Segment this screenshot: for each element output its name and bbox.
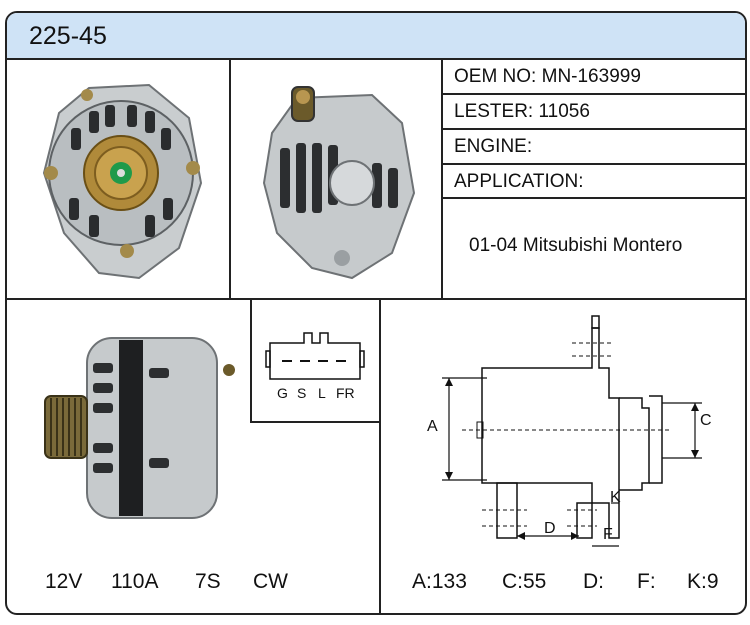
divider-top-2 <box>441 58 443 300</box>
drawing-label-d: D <box>544 520 556 537</box>
dimension-k: K:9 <box>687 570 719 593</box>
application-value: 01-04 Mitsubishi Montero <box>469 235 683 256</box>
spec-sheet: 225-45 OEM NO: MN-163999 LESTER: 11056 E… <box>5 11 747 615</box>
connector-pin-l: L <box>318 385 326 401</box>
application-label: APPLICATION: <box>454 171 584 192</box>
drawing-label-c: C <box>700 412 712 429</box>
connector-diagram <box>265 332 365 380</box>
drawing-label-f: F <box>603 526 613 543</box>
pulley-type: 7S <box>195 570 221 593</box>
dimension-d: D: <box>583 570 604 593</box>
spec-row-line-3 <box>441 163 745 165</box>
rotation-direction: CW <box>253 570 288 593</box>
dimension-a: A:133 <box>412 570 467 593</box>
connector-box-bottom <box>250 421 381 423</box>
title-bar: 225-45 <box>7 13 745 60</box>
part-number-title: 225-45 <box>29 22 107 50</box>
drawing-label-k: K <box>610 489 621 506</box>
connector-pin-fr: FR <box>336 385 355 401</box>
spec-row-line-1 <box>441 93 745 95</box>
alternator-rear-photo <box>262 86 416 280</box>
engine-label: ENGINE: <box>454 136 533 157</box>
alternator-front-photo <box>42 83 203 280</box>
alternator-side-photo <box>44 337 235 519</box>
oem-number: OEM NO: MN-163999 <box>454 66 641 87</box>
connector-box-left <box>250 298 252 423</box>
spec-row-line-2 <box>441 128 745 130</box>
dimension-drawing <box>442 315 702 547</box>
voltage-rating: 12V <box>45 570 83 593</box>
amperage-rating: 110A <box>111 570 159 593</box>
divider-middle <box>7 298 745 300</box>
dimension-f: F: <box>637 570 656 593</box>
dimension-c: C:55 <box>502 570 547 593</box>
drawing-label-a: A <box>427 418 438 435</box>
lester-number: LESTER: 11056 <box>454 101 590 122</box>
divider-bottom-left <box>379 298 381 613</box>
connector-pin-g: G <box>277 385 288 401</box>
spec-row-line-4 <box>441 197 745 199</box>
divider-top-1 <box>229 58 231 300</box>
connector-pin-s: S <box>297 385 307 401</box>
